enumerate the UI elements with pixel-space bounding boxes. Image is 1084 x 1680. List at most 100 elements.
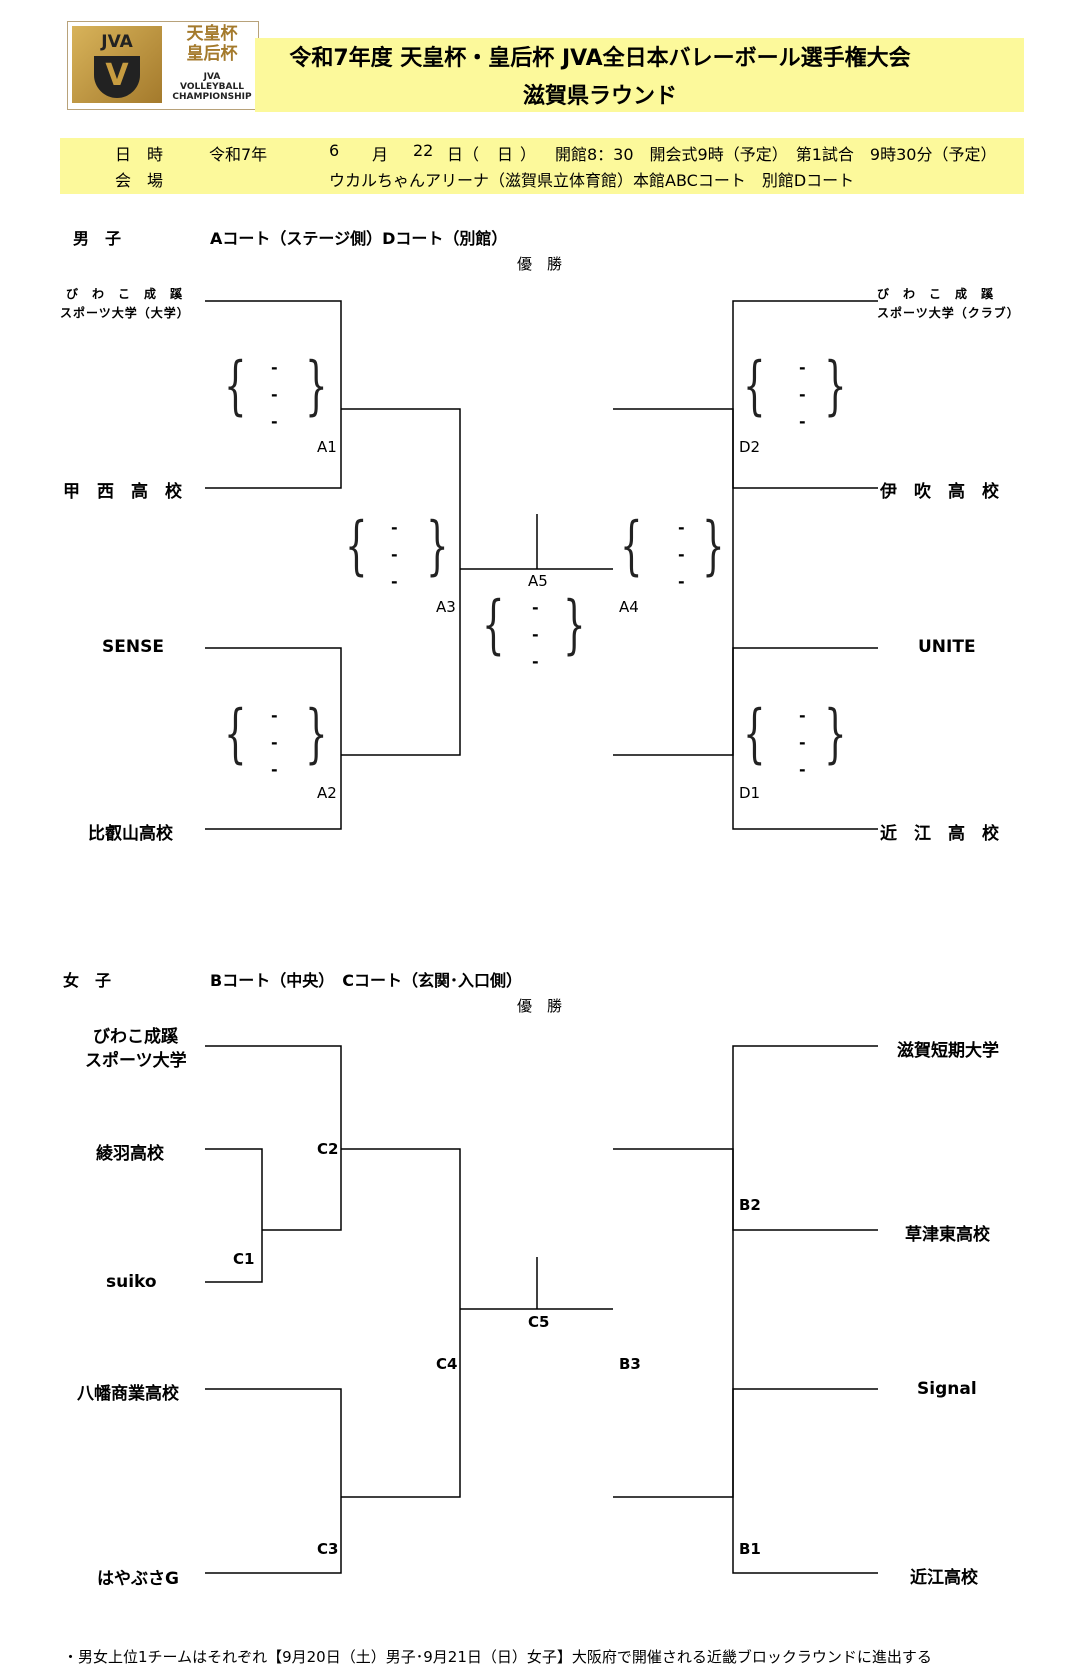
page-title: 令和7年度 天皇杯・皇后杯 JVA全日本バレーボール選手権大会 bbox=[289, 46, 911, 71]
date-label: 日 時 bbox=[115, 145, 164, 164]
women-team-l2: 綾羽高校 bbox=[96, 1144, 164, 1164]
score-d2-1: - bbox=[799, 358, 806, 377]
brace-left-a5: { bbox=[482, 588, 505, 662]
score-d1-1: - bbox=[799, 706, 806, 725]
brace-right-d1: } bbox=[824, 697, 847, 771]
brace-right-a1: } bbox=[305, 349, 328, 423]
score-a2-2: - bbox=[271, 733, 278, 752]
brace-right-a2: } bbox=[305, 697, 328, 771]
match-a4: A4 bbox=[619, 598, 639, 616]
score-a1-3: - bbox=[271, 412, 278, 431]
women-team-l4: 八幡商業高校 bbox=[77, 1384, 179, 1404]
match-a1: A1 bbox=[317, 438, 337, 456]
jva-emblem: JVA V bbox=[72, 26, 162, 103]
men-team-right1a: び わ こ 成 蹊 bbox=[877, 287, 995, 301]
score-d2-2: - bbox=[799, 385, 806, 404]
brace-right-a5: } bbox=[563, 588, 586, 662]
logo-sm3: CHAMPIONSHIP bbox=[172, 92, 252, 102]
men-courts: Aコート（ステージ側）Dコート（別館） bbox=[210, 229, 508, 248]
women-team-r1: 滋賀短期大学 bbox=[897, 1041, 999, 1061]
opening-times: 開館8：30 開会式9時（予定） 第1試合 9時30分（予定） bbox=[555, 145, 997, 164]
men-champion: 優 勝 bbox=[517, 255, 563, 273]
men-team-left2: 甲 西 高 校 bbox=[63, 482, 182, 502]
date-day: 22 bbox=[413, 141, 434, 160]
men-team-left3: SENSE bbox=[102, 637, 164, 657]
men-team-right4: 近 江 高 校 bbox=[880, 824, 999, 844]
date-month-unit: 月 bbox=[372, 145, 389, 164]
logo-sm1: JVA bbox=[203, 72, 221, 82]
venue-label: 会 場 bbox=[115, 171, 164, 190]
match-b2: B2 bbox=[739, 1196, 761, 1214]
championship-logo: JVA V 天皇杯 皇后杯 JVA VOLLEYBALL CHAMPIONSHI… bbox=[67, 21, 259, 110]
brace-right-d2: } bbox=[824, 349, 847, 423]
match-c3: C3 bbox=[317, 1540, 339, 1558]
brace-left-a2: { bbox=[224, 697, 247, 771]
match-d2: D2 bbox=[739, 438, 761, 456]
date-weekday: 日 bbox=[497, 145, 514, 164]
match-c5: C5 bbox=[528, 1313, 550, 1331]
match-c2: C2 bbox=[317, 1140, 339, 1158]
info-band bbox=[60, 138, 1024, 194]
page-subtitle: 滋賀県ラウンド bbox=[522, 84, 677, 109]
logo-kanji1: 天皇杯 bbox=[186, 24, 238, 44]
women-team-l3: suiko bbox=[106, 1272, 157, 1292]
women-team-l5: はやぶさG bbox=[97, 1569, 179, 1589]
score-a5-1: - bbox=[532, 598, 539, 617]
date-close: ） bbox=[520, 145, 537, 164]
score-a3-3: - bbox=[391, 572, 398, 591]
score-a5-2: - bbox=[532, 625, 539, 644]
score-d1-2: - bbox=[799, 733, 806, 752]
match-c1: C1 bbox=[233, 1250, 255, 1268]
brace-right-a3: } bbox=[426, 509, 449, 583]
women-team-l1b: スポーツ大学 bbox=[85, 1051, 187, 1071]
score-d1-3: - bbox=[799, 760, 806, 779]
score-a3-1: - bbox=[391, 518, 398, 537]
men-team-right2: 伊 吹 高 校 bbox=[880, 482, 999, 502]
men-team-left4: 比叡山高校 bbox=[88, 824, 173, 844]
match-b3: B3 bbox=[619, 1355, 641, 1373]
men-team-right3: UNITE bbox=[918, 637, 976, 657]
women-team-r2: 草津東高校 bbox=[905, 1225, 990, 1245]
venue-name: ウカルちゃんアリーナ（滋賀県立体育館）本館ABCコート 別館Dコート bbox=[329, 171, 855, 190]
men-team-left1a: び わ こ 成 蹊 bbox=[66, 287, 184, 301]
brace-right-a4: } bbox=[702, 509, 725, 583]
match-a3: A3 bbox=[436, 598, 456, 616]
score-a4-3: - bbox=[678, 572, 685, 591]
logo-kanji2: 皇后杯 bbox=[186, 44, 238, 64]
title-band bbox=[255, 38, 1024, 112]
score-a2-3: - bbox=[271, 760, 278, 779]
women-team-l1a: びわこ成蹊 bbox=[93, 1027, 178, 1047]
men-team-right1b: スポーツ大学（クラブ） bbox=[877, 306, 1020, 320]
match-a5: A5 bbox=[528, 572, 548, 590]
logo-text-block: 天皇杯 皇后杯 JVA VOLLEYBALL CHAMPIONSHIP bbox=[168, 24, 256, 102]
brace-left-a4: { bbox=[620, 509, 643, 583]
logo-jva-text: JVA bbox=[101, 32, 133, 52]
score-a5-3: - bbox=[532, 652, 539, 671]
footnote: ・男女上位1チームはそれぞれ【9月20日（土）男子･9月21日（日）女子】大阪府… bbox=[63, 1648, 932, 1666]
women-courts: Bコート（中央） Cコート（玄関･入口側） bbox=[210, 971, 522, 990]
women-team-r4: 近江高校 bbox=[910, 1568, 978, 1588]
match-c4: C4 bbox=[436, 1355, 458, 1373]
score-d2-3: - bbox=[799, 412, 806, 431]
score-a1-1: - bbox=[271, 358, 278, 377]
brace-left-d1: { bbox=[743, 697, 766, 771]
score-a4-1: - bbox=[678, 518, 685, 537]
date-day-unit: 日（ bbox=[447, 145, 480, 164]
match-a2: A2 bbox=[317, 784, 337, 802]
score-a3-2: - bbox=[391, 545, 398, 564]
women-label: 女 子 bbox=[63, 971, 112, 990]
score-a2-1: - bbox=[271, 706, 278, 725]
date-month: 6 bbox=[329, 141, 340, 160]
score-a1-2: - bbox=[271, 385, 278, 404]
men-team-left1b: スポーツ大学（大学） bbox=[60, 306, 190, 320]
score-a4-2: - bbox=[678, 545, 685, 564]
brace-left-a3: { bbox=[345, 509, 368, 583]
logo-sm2: VOLLEYBALL bbox=[180, 82, 244, 92]
brace-left-a1: { bbox=[224, 349, 247, 423]
women-team-r3: Signal bbox=[917, 1379, 977, 1399]
shield-icon: V bbox=[94, 56, 140, 98]
men-label: 男 子 bbox=[73, 229, 122, 248]
women-champion: 優 勝 bbox=[517, 997, 563, 1015]
date-era: 令和7年 bbox=[209, 145, 268, 164]
